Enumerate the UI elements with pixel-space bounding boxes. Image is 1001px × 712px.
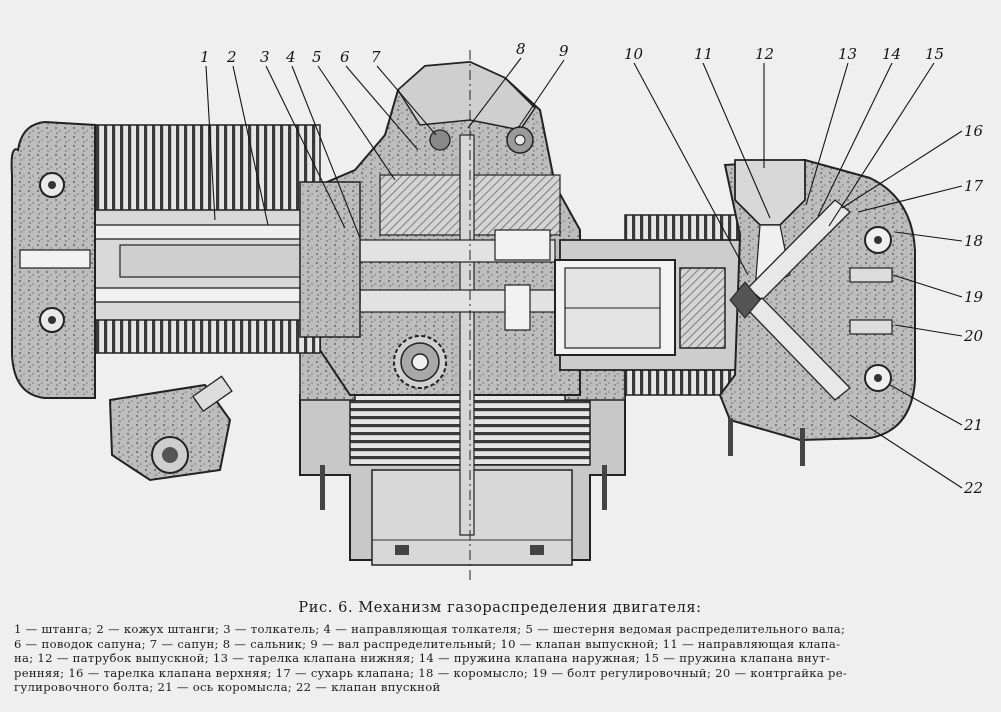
caption-legend: 1 — штанга; 2 — кожух штанги; 3 — толкат… xyxy=(14,622,986,695)
leader-lines xyxy=(205,57,963,489)
part-number-12: 12 xyxy=(755,45,774,63)
part-number-20: 20 xyxy=(963,327,984,345)
legend-line: ренняя; 16 — тарелка клапана верхняя; 17… xyxy=(14,665,848,680)
part-number-21: 21 xyxy=(963,416,983,434)
carburetor xyxy=(108,375,233,482)
part-number-3: 3 xyxy=(260,48,270,66)
legend-line: 1 — штанга; 2 — кожух штанги; 3 — толкат… xyxy=(14,622,846,636)
legend-line: гулировочного болта; 21 — ось коромысла;… xyxy=(14,680,441,695)
part-number-17: 17 xyxy=(964,177,984,195)
part-number-1: 1 xyxy=(200,48,210,66)
driven-gear xyxy=(393,335,447,389)
part-number-15: 15 xyxy=(925,45,944,63)
right-cylinder xyxy=(554,214,756,396)
part-number-11: 11 xyxy=(694,45,713,63)
right-cylinder-head xyxy=(718,158,916,466)
part-number-5: 5 xyxy=(312,48,322,66)
part-number-10: 10 xyxy=(624,45,644,63)
part-number-22: 22 xyxy=(963,479,983,497)
legend-line: на; 12 — патрубок выпускной; 13 — тарелк… xyxy=(14,651,831,666)
part-number-7: 7 xyxy=(371,48,381,66)
part-number-labels: 1 2 3 4 5 6 7 8 9 10 11 12 13 14 15 16 1… xyxy=(200,40,984,497)
part-number-18: 18 xyxy=(964,232,983,250)
figure-caption: Рис. 6. Механизм газораспределения двига… xyxy=(14,600,986,708)
part-number-19: 19 xyxy=(964,288,984,306)
part-number-13: 13 xyxy=(838,45,857,63)
part-number-4: 4 xyxy=(285,48,296,66)
caption-title: Рис. 6. Механизм газораспределения двига… xyxy=(298,600,702,616)
engine-cutaway-figure: 1 2 3 4 5 6 7 8 9 10 11 12 13 14 15 16 1… xyxy=(10,40,984,580)
left-cylinder-head xyxy=(10,120,96,399)
part-number-8: 8 xyxy=(516,40,526,58)
part-number-14: 14 xyxy=(882,45,901,63)
part-number-2: 2 xyxy=(226,48,237,66)
part-number-16: 16 xyxy=(964,122,984,140)
engine-drawing: 1 2 3 4 5 6 7 8 9 10 11 12 13 14 15 16 1… xyxy=(10,40,984,580)
part-number-9: 9 xyxy=(559,42,569,60)
part-number-6: 6 xyxy=(340,48,350,66)
legend-line: 6 — поводок сапуна; 7 — сапун; 8 — сальн… xyxy=(14,636,841,651)
